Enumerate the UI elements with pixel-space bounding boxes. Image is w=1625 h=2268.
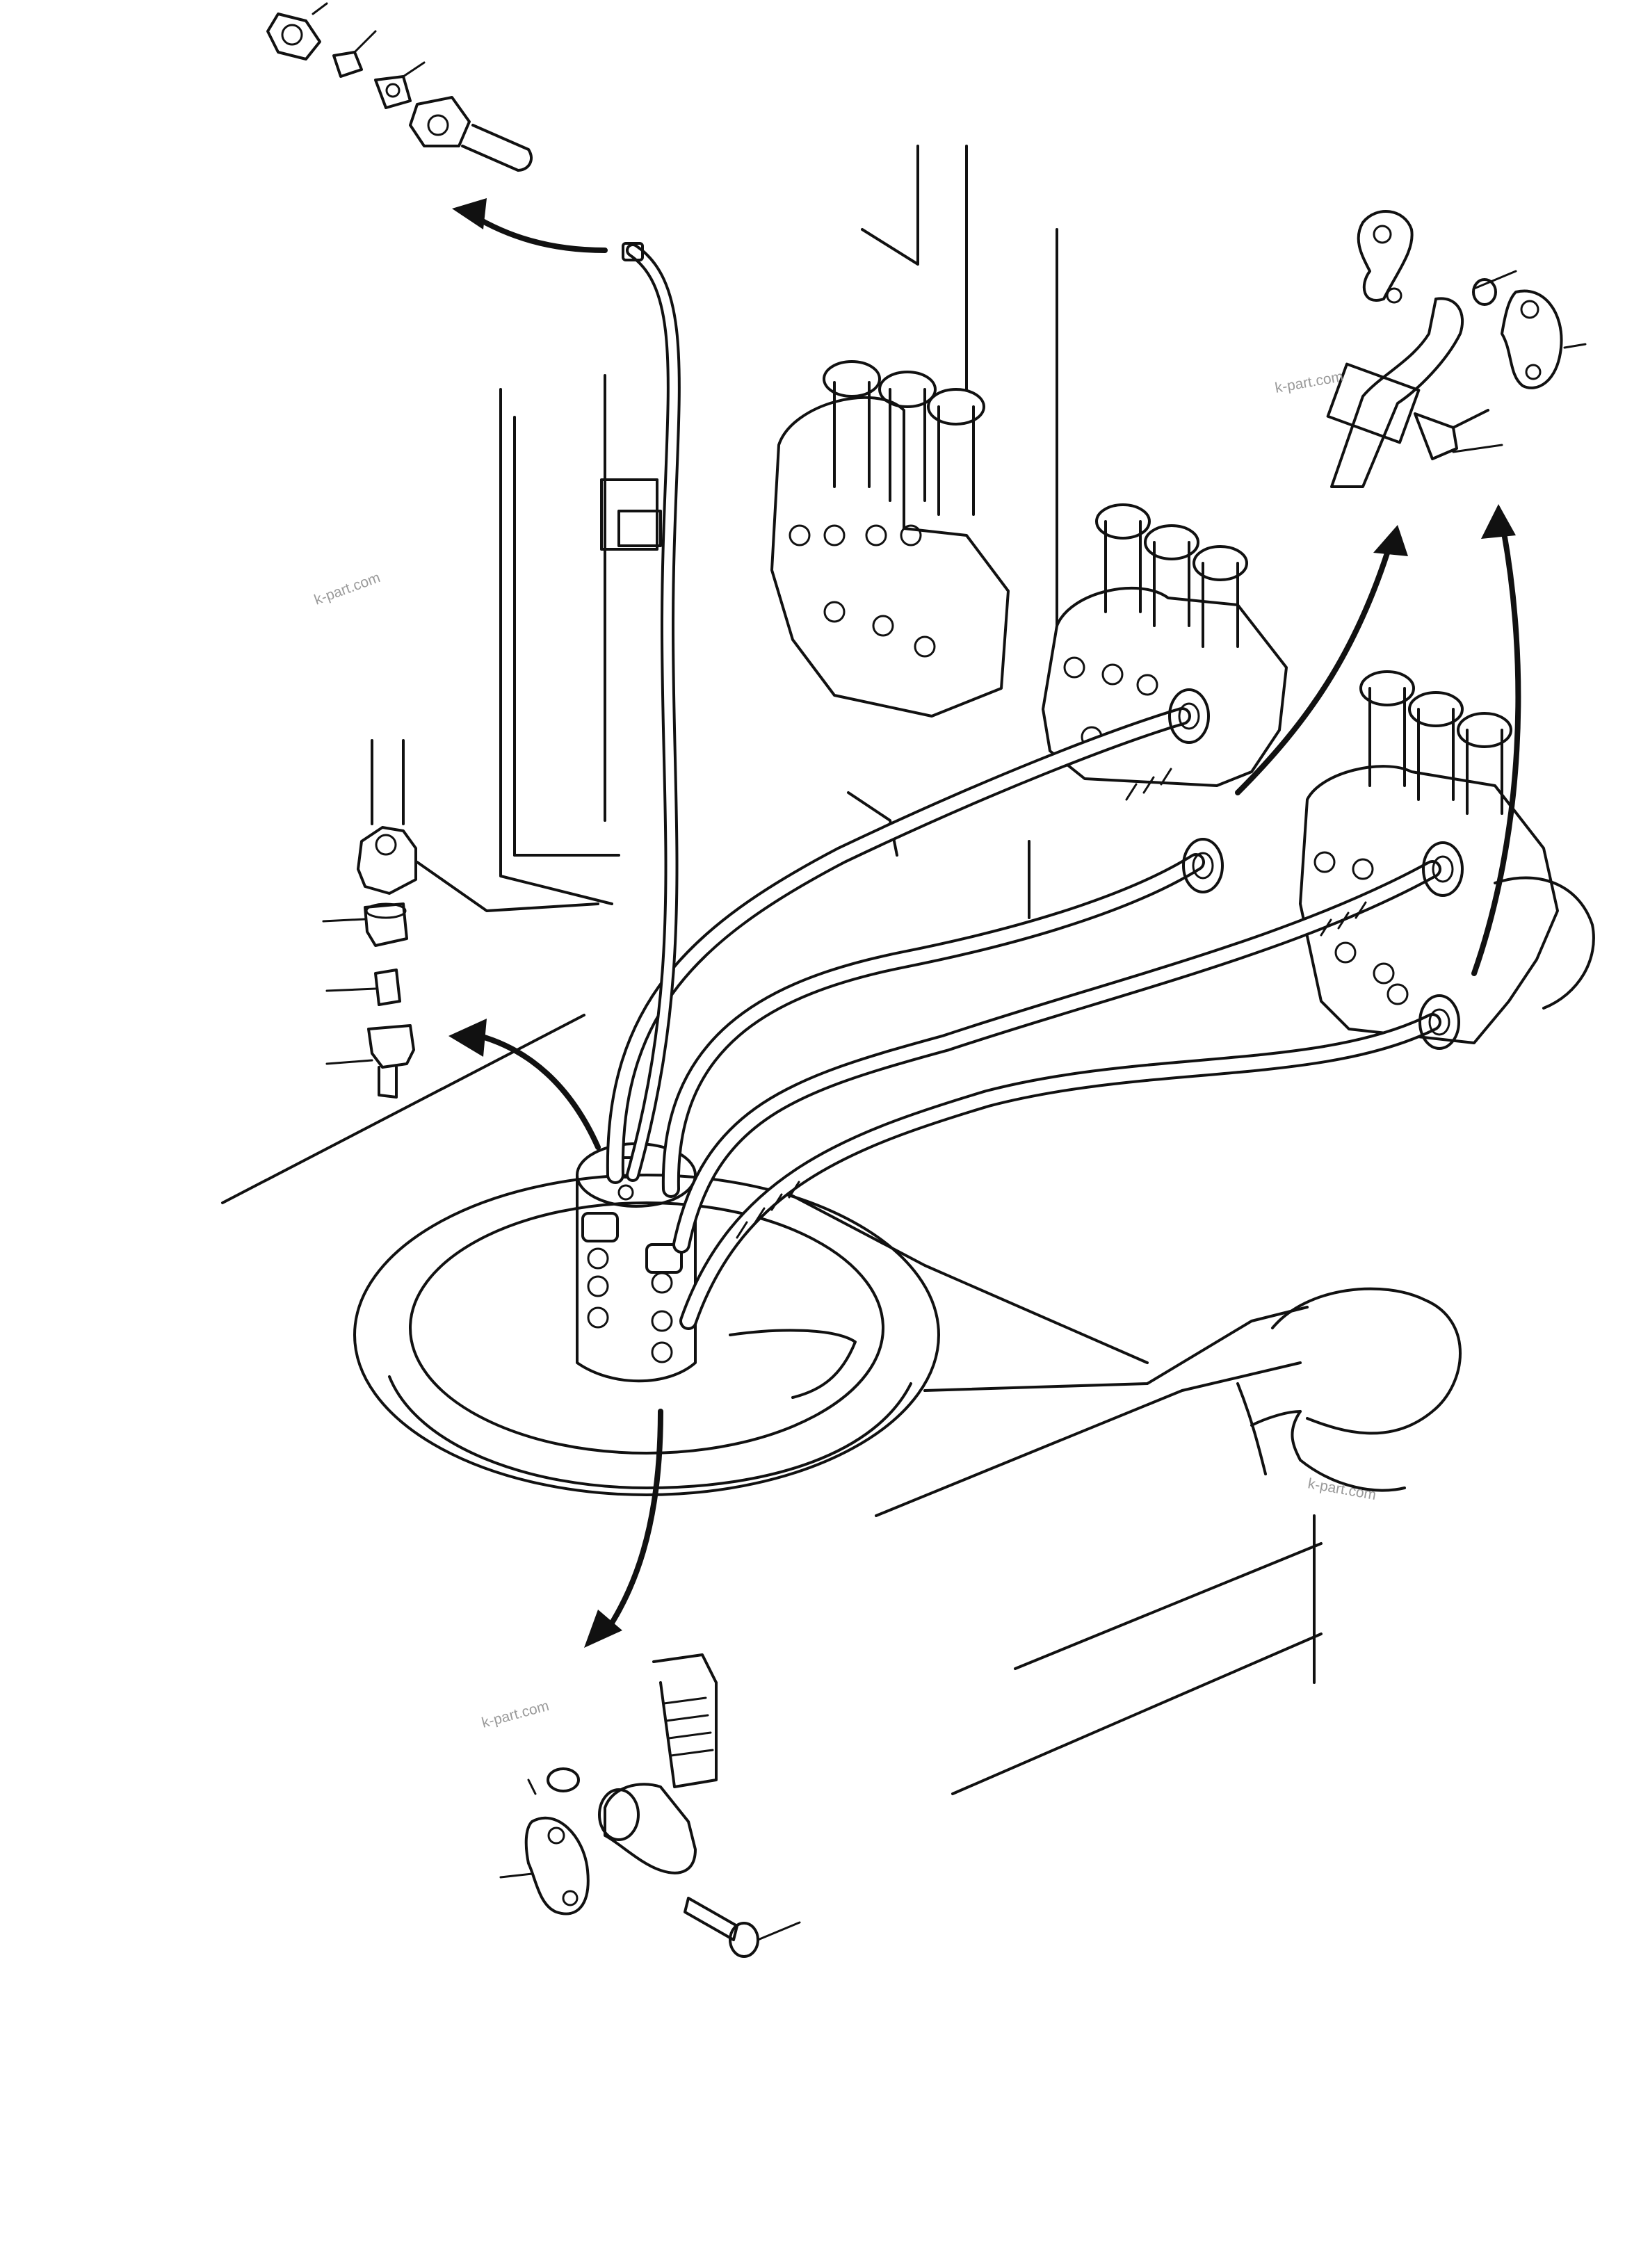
pointer-arrows — [448, 198, 1521, 1648]
swivel-ring — [353, 1174, 940, 1496]
hydraulic-hoses — [606, 707, 1441, 1330]
valve-flanges — [1168, 688, 1464, 1050]
flange-elbow-detail-lower — [499, 1653, 801, 1958]
control-valve-3 — [1299, 670, 1595, 1044]
pilot-line — [600, 242, 681, 1182]
watermark-text: k-part.com — [480, 1698, 551, 1731]
watermark-text: k-part.com — [312, 569, 382, 608]
swivel-joint — [576, 1142, 697, 1383]
machine-frame — [221, 145, 1323, 1795]
watermark-text: k-part.com — [1307, 1475, 1377, 1503]
watermark-text: k-part.com — [1274, 368, 1345, 396]
adapter-fitting-detail — [322, 739, 417, 1099]
pilot-line-fitting-detail — [266, 2, 533, 172]
control-valve-2 — [1042, 503, 1288, 787]
boom-body — [1236, 1287, 1462, 1492]
flange-elbow-detail-upper — [1326, 210, 1587, 488]
control-valve-1 — [770, 360, 1010, 718]
